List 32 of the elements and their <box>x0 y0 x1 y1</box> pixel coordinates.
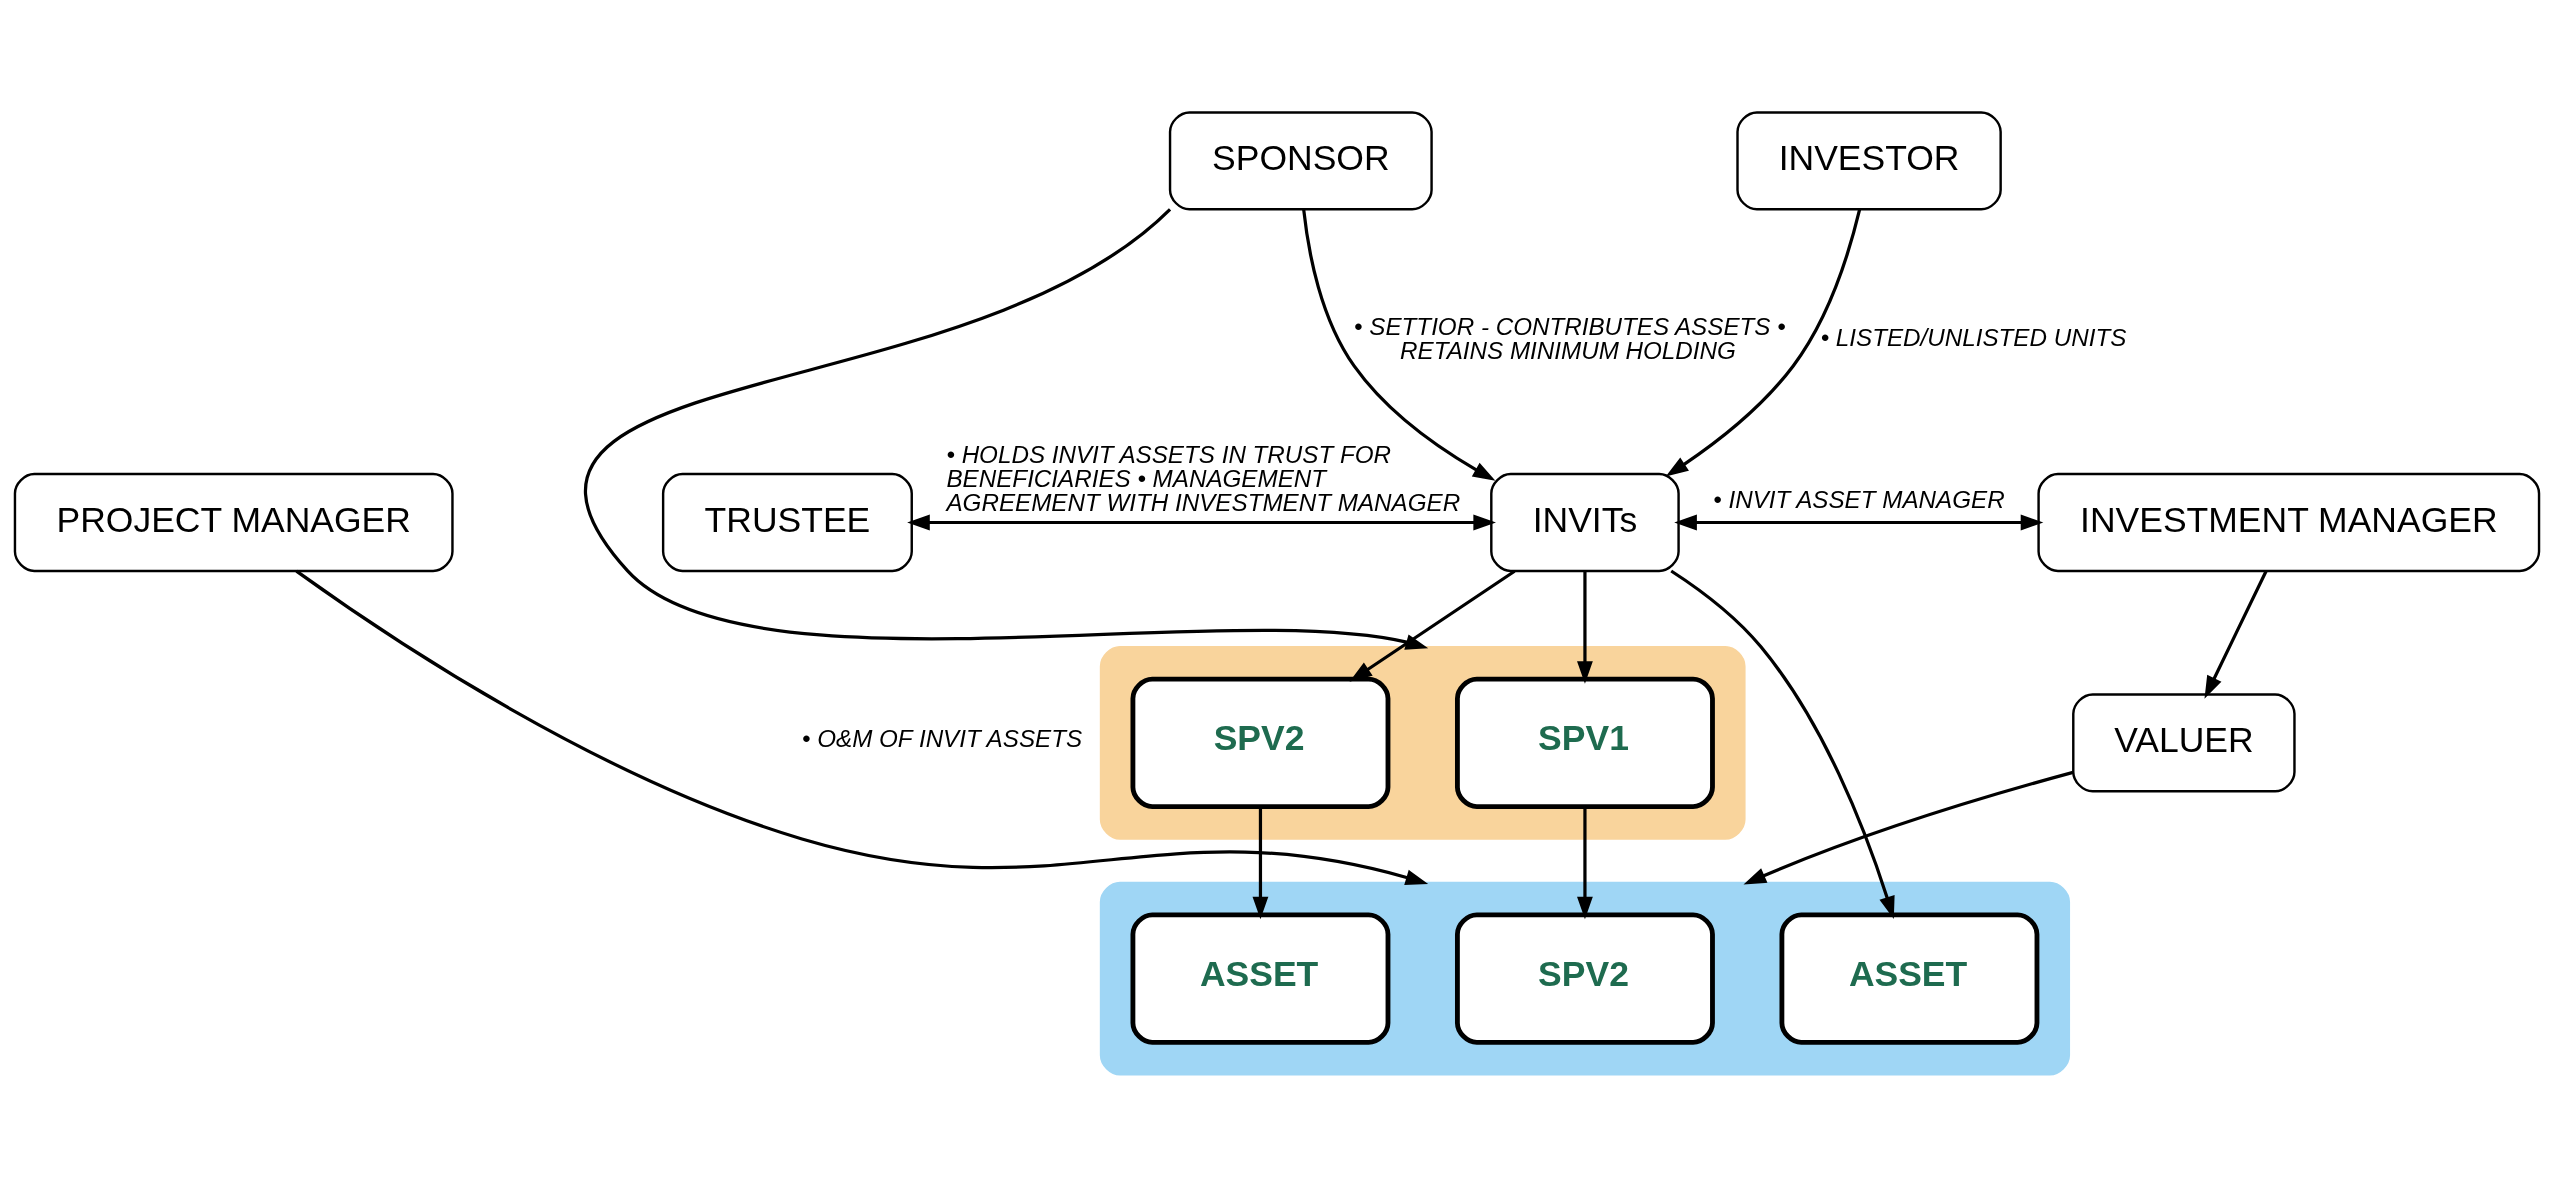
arrow <box>1670 569 1895 919</box>
node-box: INVESTMENT MANAGER <box>2037 472 2541 573</box>
arrow <box>1577 806 1593 920</box>
arrow <box>1577 571 1593 684</box>
node-box: PROJECT MANAGER <box>13 472 454 573</box>
node-box: VALUER <box>2072 693 2296 793</box>
arrow <box>1743 770 2074 885</box>
arrow <box>907 514 1496 531</box>
arrow <box>1349 569 1516 682</box>
arrow <box>586 208 1429 650</box>
node-box: ASSET <box>1130 912 1391 1045</box>
arrow <box>1665 209 1862 477</box>
arrow <box>1674 514 2044 531</box>
node-box: SPONSOR <box>1168 111 1433 211</box>
arrow <box>2204 570 2268 699</box>
node-box: SPV2 <box>1130 676 1391 810</box>
node-box: SPV1 <box>1455 676 1715 810</box>
node-box: ASSET <box>1779 912 2040 1045</box>
edge-label: • LISTED/UNLISTED UNITS <box>1820 323 2127 351</box>
cluster <box>1099 881 2071 1076</box>
edge-label: • O&M OF INVIT ASSETS <box>801 724 1083 752</box>
node-box: INVITs <box>1490 472 1680 573</box>
edge-label: • SETTIOR - CONTRIBUTES ASSETS • RETAINS MINIMUM HOLDING <box>1354 313 1786 365</box>
edge-label: • HOLDS INVIT ASSETS IN TRUST FOR BENEFICIARIES • MANAGEMENT AGREEMENT WITH INVESTMENT MANAGER <box>946 440 1461 517</box>
arrow <box>1302 209 1496 481</box>
node-box: SPV2 <box>1455 912 1715 1045</box>
cluster <box>1099 646 1746 840</box>
arrow <box>1252 806 1269 920</box>
edge-label: • INVIT ASSET MANAGER <box>1713 485 2005 513</box>
arrow <box>295 569 1429 886</box>
node-box: TRUSTEE <box>661 472 913 573</box>
node-box: INVESTOR <box>1736 111 2002 211</box>
